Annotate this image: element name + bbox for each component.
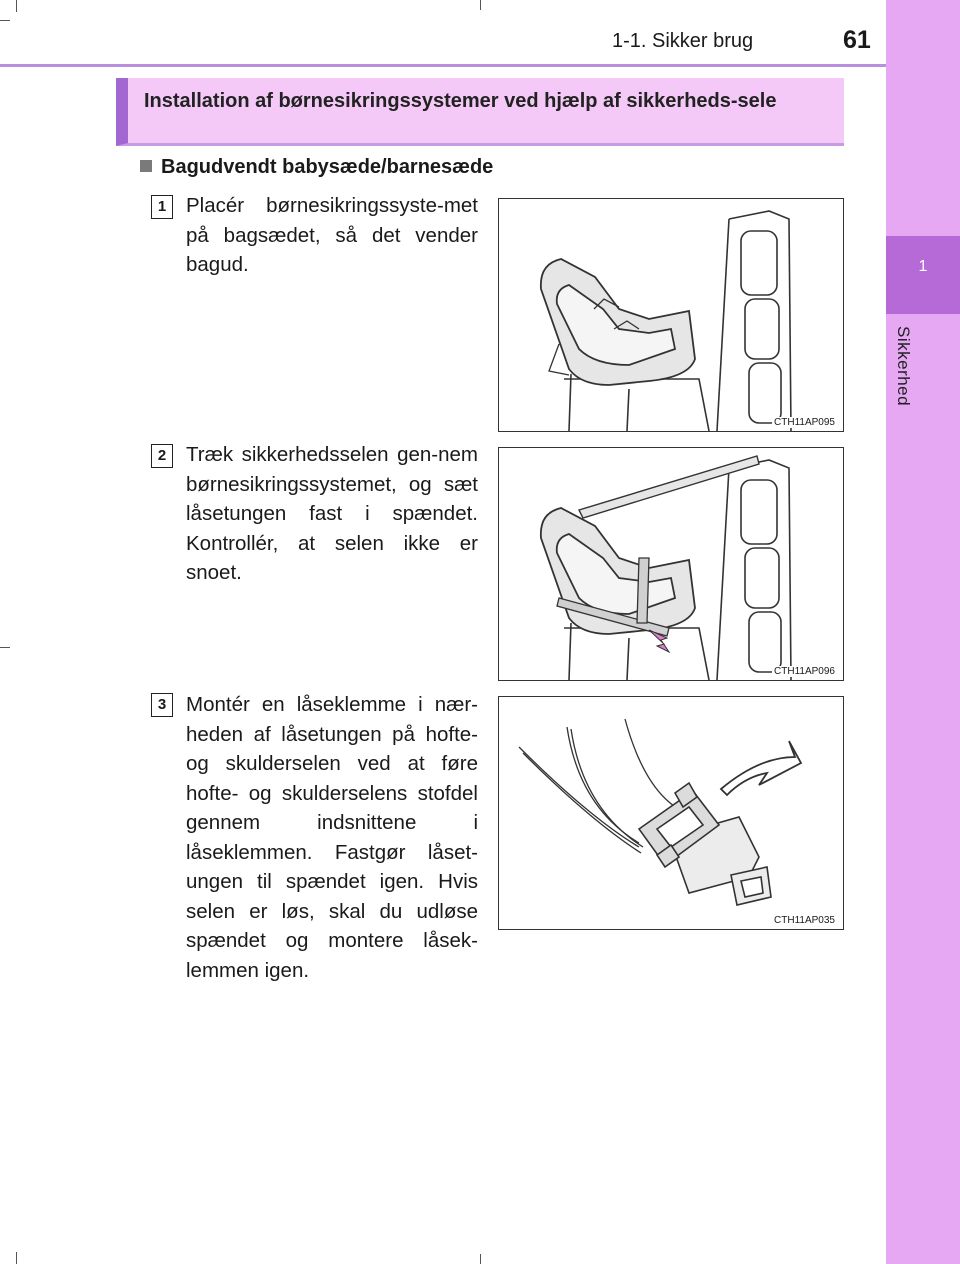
rear-facing-child-seat-illustration <box>539 210 792 431</box>
subheading-text: Bagudvendt babysæde/barnesæde <box>161 156 494 178</box>
header-rule <box>0 64 886 67</box>
side-strip <box>886 0 960 1264</box>
crop-mark <box>0 647 10 648</box>
subheading: Bagudvendt babysæde/barnesæde <box>140 156 493 179</box>
square-bullet-icon <box>140 160 152 172</box>
crop-mark <box>16 1252 17 1264</box>
crop-mark <box>16 0 17 12</box>
page-number: 61 <box>843 26 871 54</box>
chapter-number: 1 <box>918 258 928 275</box>
crop-mark <box>480 0 481 10</box>
step-number: 1 <box>151 195 173 219</box>
figure-locking-clip: CTH11AP035 <box>498 696 844 930</box>
figure-seatbelt-routing: CTH11AP096 <box>498 447 844 681</box>
step-number: 3 <box>151 693 173 717</box>
locking-clip-illustration <box>518 718 803 906</box>
step-number: 2 <box>151 444 173 468</box>
figure-code: CTH11AP095 <box>772 417 837 428</box>
running-title: 1-1. Sikker brug <box>612 30 754 52</box>
section-title: Installation af børnesikringssystemer ve… <box>144 90 777 112</box>
step-text: Træk sikkerhedsselen gen-nem børnesikrin… <box>186 443 478 584</box>
crop-mark <box>480 1254 481 1264</box>
figure-code: CTH11AP096 <box>772 666 837 677</box>
chapter-tab[interactable] <box>886 236 960 314</box>
step-text: Montér en låseklemme i nær-heden af låse… <box>186 693 478 982</box>
step-text: Placér børnesikringssyste-met på bagsæde… <box>186 194 478 276</box>
crop-mark <box>0 20 10 21</box>
section-header: Installation af børnesikringssystemer ve… <box>116 78 844 146</box>
seatbelt-routing-illustration <box>539 455 792 680</box>
chapter-label: Sikkerhed <box>894 326 913 407</box>
figure-rear-facing-seat: CTH11AP095 <box>498 198 844 432</box>
figure-code: CTH11AP035 <box>772 915 837 926</box>
